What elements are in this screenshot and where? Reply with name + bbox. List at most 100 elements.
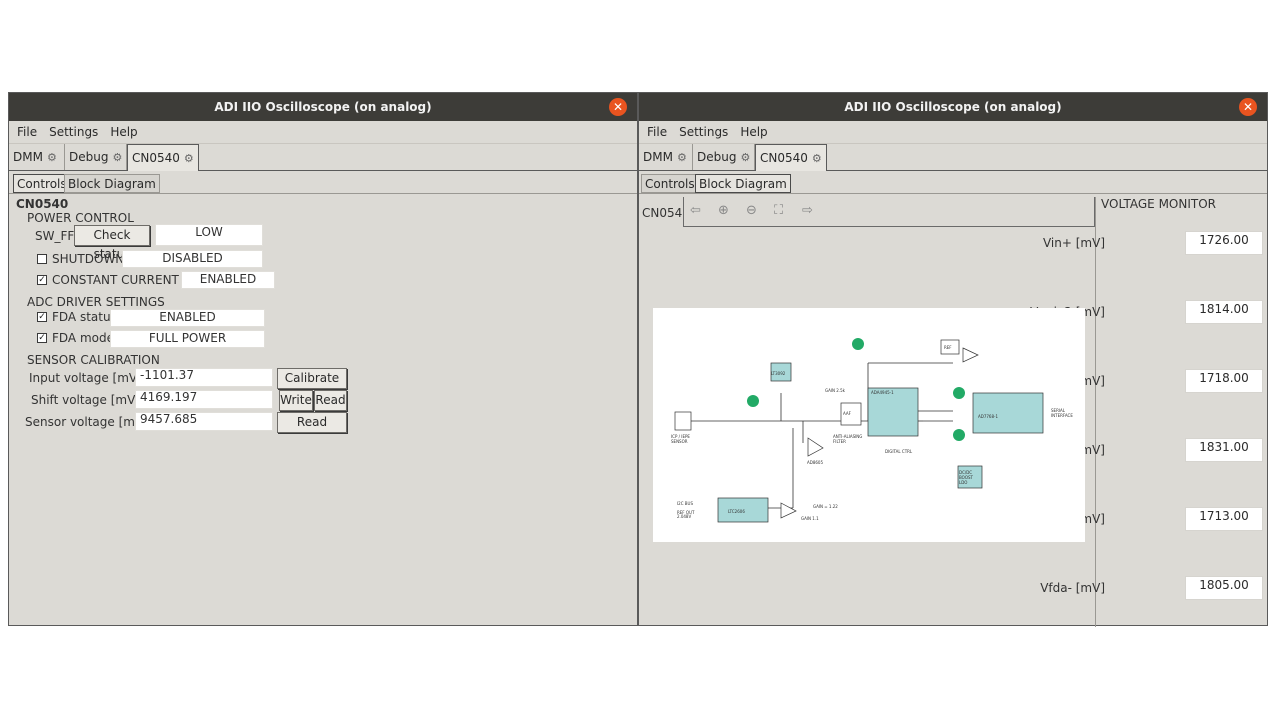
close-icon[interactable]: ✕ [1239,98,1257,116]
svg-text:BOOST: BOOST [959,475,974,480]
window-title: ADI IIO Oscilloscope (on analog) [844,100,1062,114]
tab-controls[interactable]: Controls [13,174,71,193]
zoom-fit-icon[interactable]: ⛶ [774,203,784,218]
window-title: ADI IIO Oscilloscope (on analog) [214,100,432,114]
menu-settings[interactable]: Settings [49,125,99,139]
fda-status-label: FDA status [52,310,117,324]
gear-icon[interactable]: ⚙ [112,150,123,164]
vfda-minus-value: 1805.00 [1185,576,1263,600]
sensor-voltage-label: Sensor voltage [mV] [25,415,148,429]
write-button[interactable]: Write [279,390,313,411]
input-voltage-field[interactable]: -1101.37 [135,368,273,387]
adc-driver-header: ADC DRIVER SETTINGS [27,295,165,309]
svg-text:INTERFACE: INTERFACE [1051,413,1073,418]
device-label: CN0540 [642,206,690,220]
menu-settings[interactable]: Settings [679,125,729,139]
tab-block-diagram[interactable]: Block Diagram [64,174,160,193]
title-bar[interactable]: ADI IIO Oscilloscope (on analog) ✕ [9,93,637,121]
svg-text:LDO: LDO [959,480,967,485]
gear-icon[interactable]: ⚙ [183,151,194,165]
constant-current-value: ENABLED [181,271,275,289]
menu-bar: File Settings Help [9,121,637,144]
plugin-tabs: DMM ⚙ Debug ⚙ CN0540 ⚙ [639,144,1267,171]
tab-label: DMM [13,150,43,164]
swff-label: SW_FF [35,229,75,243]
sensor-calibration-header: SENSOR CALIBRATION [27,353,160,367]
svg-text:GAIN 1.1: GAIN 1.1 [801,516,819,521]
tab-cn0540[interactable]: CN0540 ⚙ [127,144,199,171]
sensor-symbol [674,411,692,431]
svg-text:DIGITAL CTRL: DIGITAL CTRL [885,449,913,454]
vgpio2-value: 1814.00 [1185,300,1263,324]
fda-status-value: ENABLED [110,309,265,327]
zoom-in-icon[interactable]: ⊕ [718,203,729,218]
checkbox-checked-icon[interactable]: ✓ [37,275,47,285]
read-button[interactable]: Read [314,390,347,411]
back-icon[interactable]: ⇦ [690,203,701,218]
tab-cn0540[interactable]: CN0540 ⚙ [755,144,827,171]
close-icon[interactable]: ✕ [609,98,627,116]
vfda-minus-label: Vfda- [mV] [1040,581,1105,595]
diagram-toolbar: ⇦ ⊕ ⊖ ⛶ ⇨ [683,197,1095,227]
svg-text:ICP / IEPE: ICP / IEPE [671,434,690,439]
svg-text:SENSOR: SENSOR [671,439,688,444]
gear-icon[interactable]: ⚙ [740,150,751,164]
probe-markers [747,338,965,441]
tab-label: CN0540 [760,151,808,165]
plugin-tabs: DMM ⚙ Debug ⚙ CN0540 ⚙ [9,144,637,171]
zoom-out-icon[interactable]: ⊖ [746,203,757,218]
shutdown-value: DISABLED [122,250,263,268]
menu-bar: File Settings Help [639,121,1267,144]
tab-dmm[interactable]: DMM ⚙ [9,144,65,170]
svg-text:AD8605: AD8605 [807,460,823,465]
tab-dmm[interactable]: DMM ⚙ [639,144,693,170]
checkbox-checked-icon[interactable]: ✓ [37,312,47,322]
vgpio3-value: 1718.00 [1185,369,1263,393]
tab-block-diagram[interactable]: Block Diagram [695,174,791,193]
menu-file[interactable]: File [647,125,668,139]
right-window: ADI IIO Oscilloscope (on analog) ✕ File … [638,92,1268,627]
device-heading: CN0540 [16,197,69,211]
fda-mode-value: FULL POWER [110,330,265,348]
gear-icon[interactable]: ⚙ [811,151,822,165]
svg-text:I2C BUS: I2C BUS [677,501,693,506]
forward-icon[interactable]: ⇨ [802,203,813,218]
gear-icon[interactable]: ⚙ [46,150,57,164]
constant-current-label: CONSTANT CURRENT [52,273,179,287]
diagram-chips [717,339,1044,523]
fda-mode-label: FDA mode [52,331,114,345]
svg-text:2.048V: 2.048V [677,514,691,519]
checkbox-checked-icon[interactable]: ✓ [37,333,47,343]
tab-debug[interactable]: Debug ⚙ [65,144,127,170]
title-bar[interactable]: ADI IIO Oscilloscope (on analog) ✕ [639,93,1267,121]
svg-text:SERIAL: SERIAL [1051,408,1066,413]
menu-help[interactable]: Help [740,125,768,139]
menu-help[interactable]: Help [110,125,138,139]
svg-text:FILTER: FILTER [833,439,846,444]
read-sensor-button[interactable]: Read [277,412,347,433]
tab-label: DMM [643,150,673,164]
shift-voltage-field[interactable]: 4169.197 [135,390,273,409]
vin-plus-value: 1726.00 [1185,231,1263,255]
tab-debug[interactable]: Debug ⚙ [693,144,755,170]
block-diagram-image: ICP / IEPE SENSOR ANTI-ALIASING FILTER D… [653,308,1085,542]
gear-icon[interactable]: ⚙ [676,150,687,164]
voltage-monitor-header: VOLTAGE MONITOR [1101,197,1216,211]
sub-tabs: Controls Block Diagram [639,171,1267,194]
svg-text:AAF: AAF [843,411,852,416]
vfda-plus-value: 1713.00 [1185,507,1263,531]
shutdown-label: SHUTDOWN [52,252,125,266]
sensor-voltage-field[interactable]: 9457.685 [135,412,273,431]
tab-controls[interactable]: Controls [641,174,699,193]
menu-file[interactable]: File [17,125,38,139]
checkbox-empty-icon[interactable] [37,254,47,264]
divider [1095,197,1096,627]
calibrate-button[interactable]: Calibrate [277,368,347,389]
svg-text:AD7768-1: AD7768-1 [978,414,998,419]
svg-text:REF: REF [944,345,952,350]
svg-text:GAIN = 1.22: GAIN = 1.22 [813,504,838,509]
swff-value: LOW [155,224,263,246]
svg-text:DC/DC: DC/DC [959,470,972,475]
power-control-header: POWER CONTROL [27,211,134,225]
check-status-button[interactable]: Check status [74,225,150,261]
